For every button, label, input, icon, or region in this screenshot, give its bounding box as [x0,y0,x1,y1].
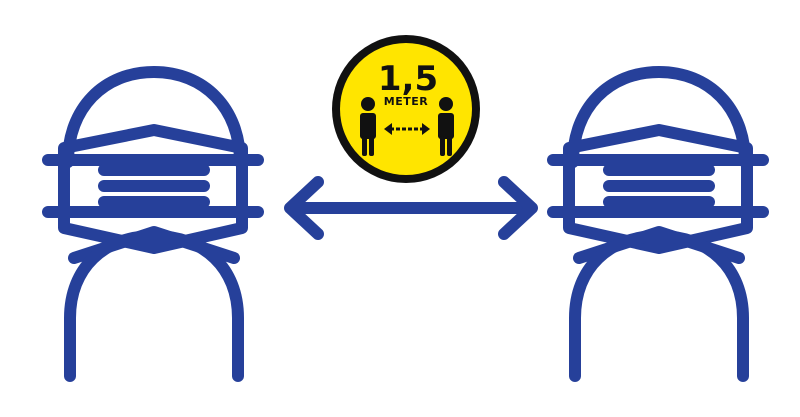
right-body [569,230,749,382]
left-head-arch [62,66,246,168]
sign-distance-value: 1,5 [378,59,438,99]
distance-sign: 1,5 METER [332,35,480,183]
right-head-arch [567,66,751,168]
arrow-head-left [284,176,324,240]
sign-person-left-icon [360,97,376,156]
left-body [64,230,244,382]
left-mask [58,124,248,254]
sign-distance-arrow-icon [384,123,430,135]
arrow-head-right [498,176,538,240]
double-arrow-icon [284,176,538,240]
right-masked-person-icon [547,66,769,382]
sign-person-right-icon [438,97,454,156]
left-masked-person-icon [42,66,264,382]
sign-unit: METER [384,95,428,108]
right-mask [563,124,753,254]
